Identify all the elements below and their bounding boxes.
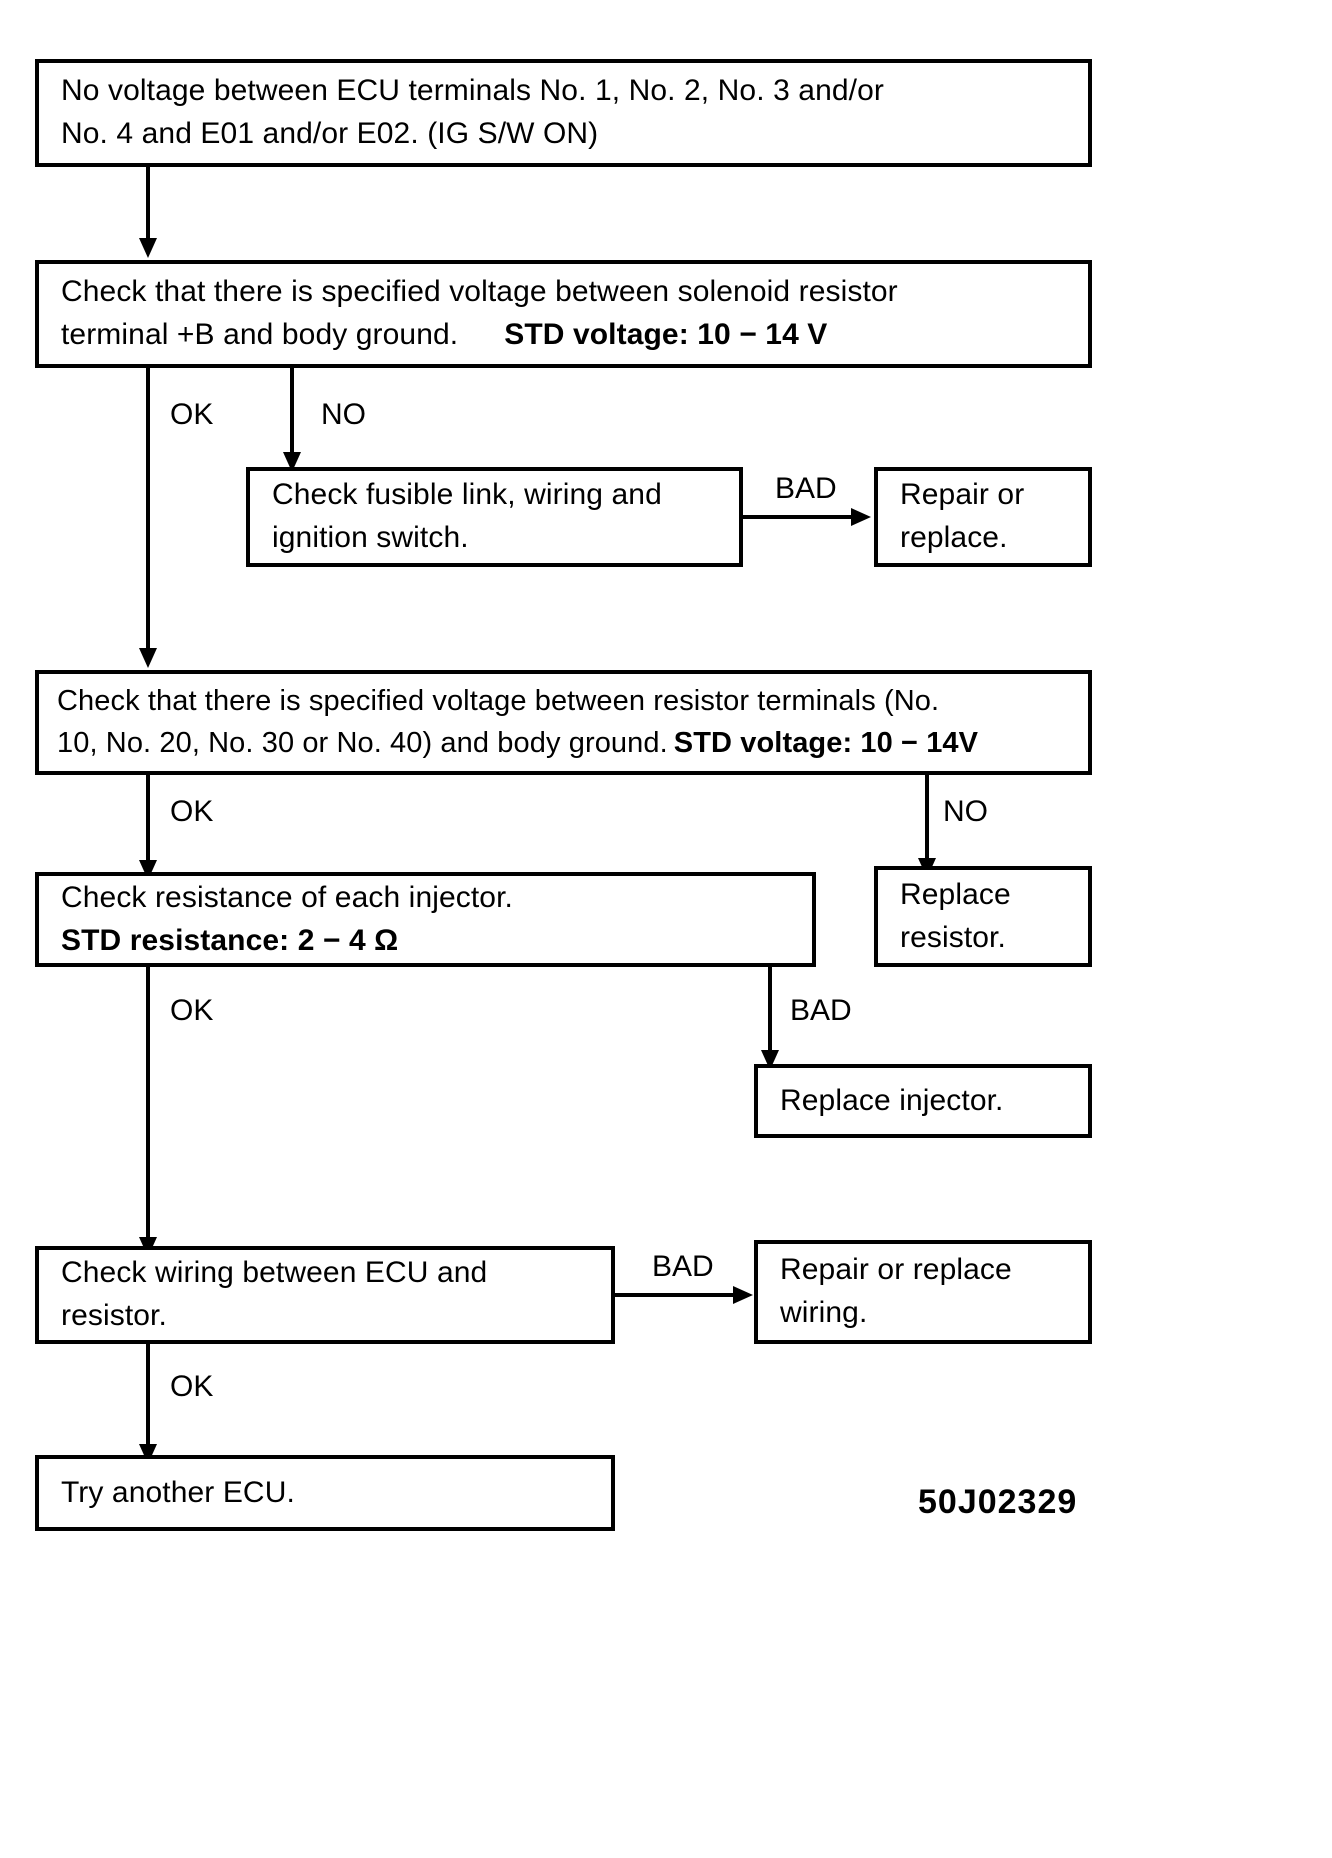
- node-check-solenoid-resistor-voltage: Check that there is specified voltage be…: [35, 260, 1092, 368]
- node-line-text: 10, No. 20, No. 30 or No. 40) and body g…: [57, 726, 668, 759]
- node-line: replace.: [900, 521, 1008, 554]
- edge-label-bad-1: BAD: [775, 472, 837, 505]
- arrowhead-n3-n4: [851, 508, 871, 526]
- node-line: Check that there is specified voltage be…: [61, 275, 898, 309]
- connector-n3-n4: [743, 515, 853, 519]
- node-line: Check resistance of each injector.: [61, 880, 513, 914]
- node-check-resistor-terminal-voltage: Check that there is specified voltage be…: [35, 670, 1092, 775]
- edge-label-bad-3: BAD: [652, 1250, 714, 1283]
- arrowhead-n9-n10: [733, 1286, 753, 1304]
- std-voltage-value: STD voltage: 10 − 14 V: [504, 318, 828, 351]
- node-no-voltage-condition: No voltage between ECU terminals No. 1, …: [35, 59, 1092, 167]
- edge-label-ok-4: OK: [170, 1370, 214, 1403]
- node-repair-or-replace-wiring: Repair or replace wiring.: [754, 1240, 1092, 1344]
- node-line: Repair or replace: [780, 1253, 1012, 1287]
- node-line: Replace: [900, 877, 1011, 911]
- node-line: resistor.: [900, 920, 1006, 954]
- node-replace-injector: Replace injector.: [754, 1064, 1092, 1138]
- node-line: 10, No. 20, No. 30 or No. 40) and body g…: [57, 723, 1078, 764]
- edge-label-no-2: NO: [943, 795, 988, 828]
- node-line-text: No. 4 and E01 and/or E02. (IG S/W ON): [61, 117, 599, 150]
- node-line: terminal +B and body ground. STD voltage:…: [61, 314, 1070, 357]
- node-line: No. 4 and E01 and/or E02. (IG S/W ON): [61, 113, 1070, 156]
- connector-n2-no: [290, 368, 294, 456]
- edge-label-no-1: NO: [321, 398, 366, 431]
- node-line: resistor.: [61, 1299, 167, 1332]
- node-replace-resistor: Replace resistor.: [874, 866, 1092, 967]
- node-line: Repair or: [900, 478, 1025, 512]
- connector-n6-bad: [768, 967, 772, 1055]
- node-line: Check that there is specified voltage be…: [57, 681, 1078, 722]
- node-line: ignition switch.: [272, 521, 469, 554]
- connector-n9-ok: [146, 1344, 150, 1449]
- node-line-text: terminal +B and body ground.: [61, 318, 459, 351]
- node-line: Check fusible link, wiring and: [272, 478, 662, 512]
- node-line: wiring.: [780, 1296, 868, 1329]
- arrowhead-n2-n5: [139, 648, 157, 668]
- node-line: Replace injector.: [780, 1083, 1004, 1117]
- edge-label-ok-1: OK: [170, 398, 214, 431]
- node-line: Try another ECU.: [61, 1475, 295, 1509]
- std-voltage-value: STD voltage: 10 − 14V: [673, 726, 979, 759]
- connector-n9-n10: [615, 1293, 735, 1297]
- node-check-fusible-link: Check fusible link, wiring and ignition …: [246, 467, 743, 567]
- arrowhead-n1-n2: [139, 238, 157, 258]
- connector-n5-ok: [146, 775, 150, 865]
- node-repair-or-replace: Repair or replace.: [874, 467, 1092, 567]
- node-check-wiring-ecu-resistor: Check wiring between ECU and resistor.: [35, 1246, 615, 1344]
- node-try-another-ecu: Try another ECU.: [35, 1455, 615, 1531]
- connector-n1-n2: [146, 167, 150, 242]
- node-line: Check wiring between ECU and: [61, 1256, 488, 1290]
- connector-n6-ok: [146, 967, 150, 1242]
- node-line: No voltage between ECU terminals No. 1, …: [61, 74, 884, 108]
- node-line-text: Check that there is specified voltage be…: [57, 685, 940, 718]
- reference-code: 50J02329: [918, 1483, 1078, 1521]
- connector-n2-ok: [146, 368, 150, 653]
- edge-label-bad-2: BAD: [790, 994, 852, 1027]
- node-check-injector-resistance: Check resistance of each injector. STD r…: [35, 872, 816, 967]
- connector-n5-no: [925, 775, 929, 863]
- edge-label-ok-3: OK: [170, 994, 214, 1027]
- std-resistance-value: STD resistance: 2 − 4 Ω: [61, 923, 399, 957]
- edge-label-ok-2: OK: [170, 795, 214, 828]
